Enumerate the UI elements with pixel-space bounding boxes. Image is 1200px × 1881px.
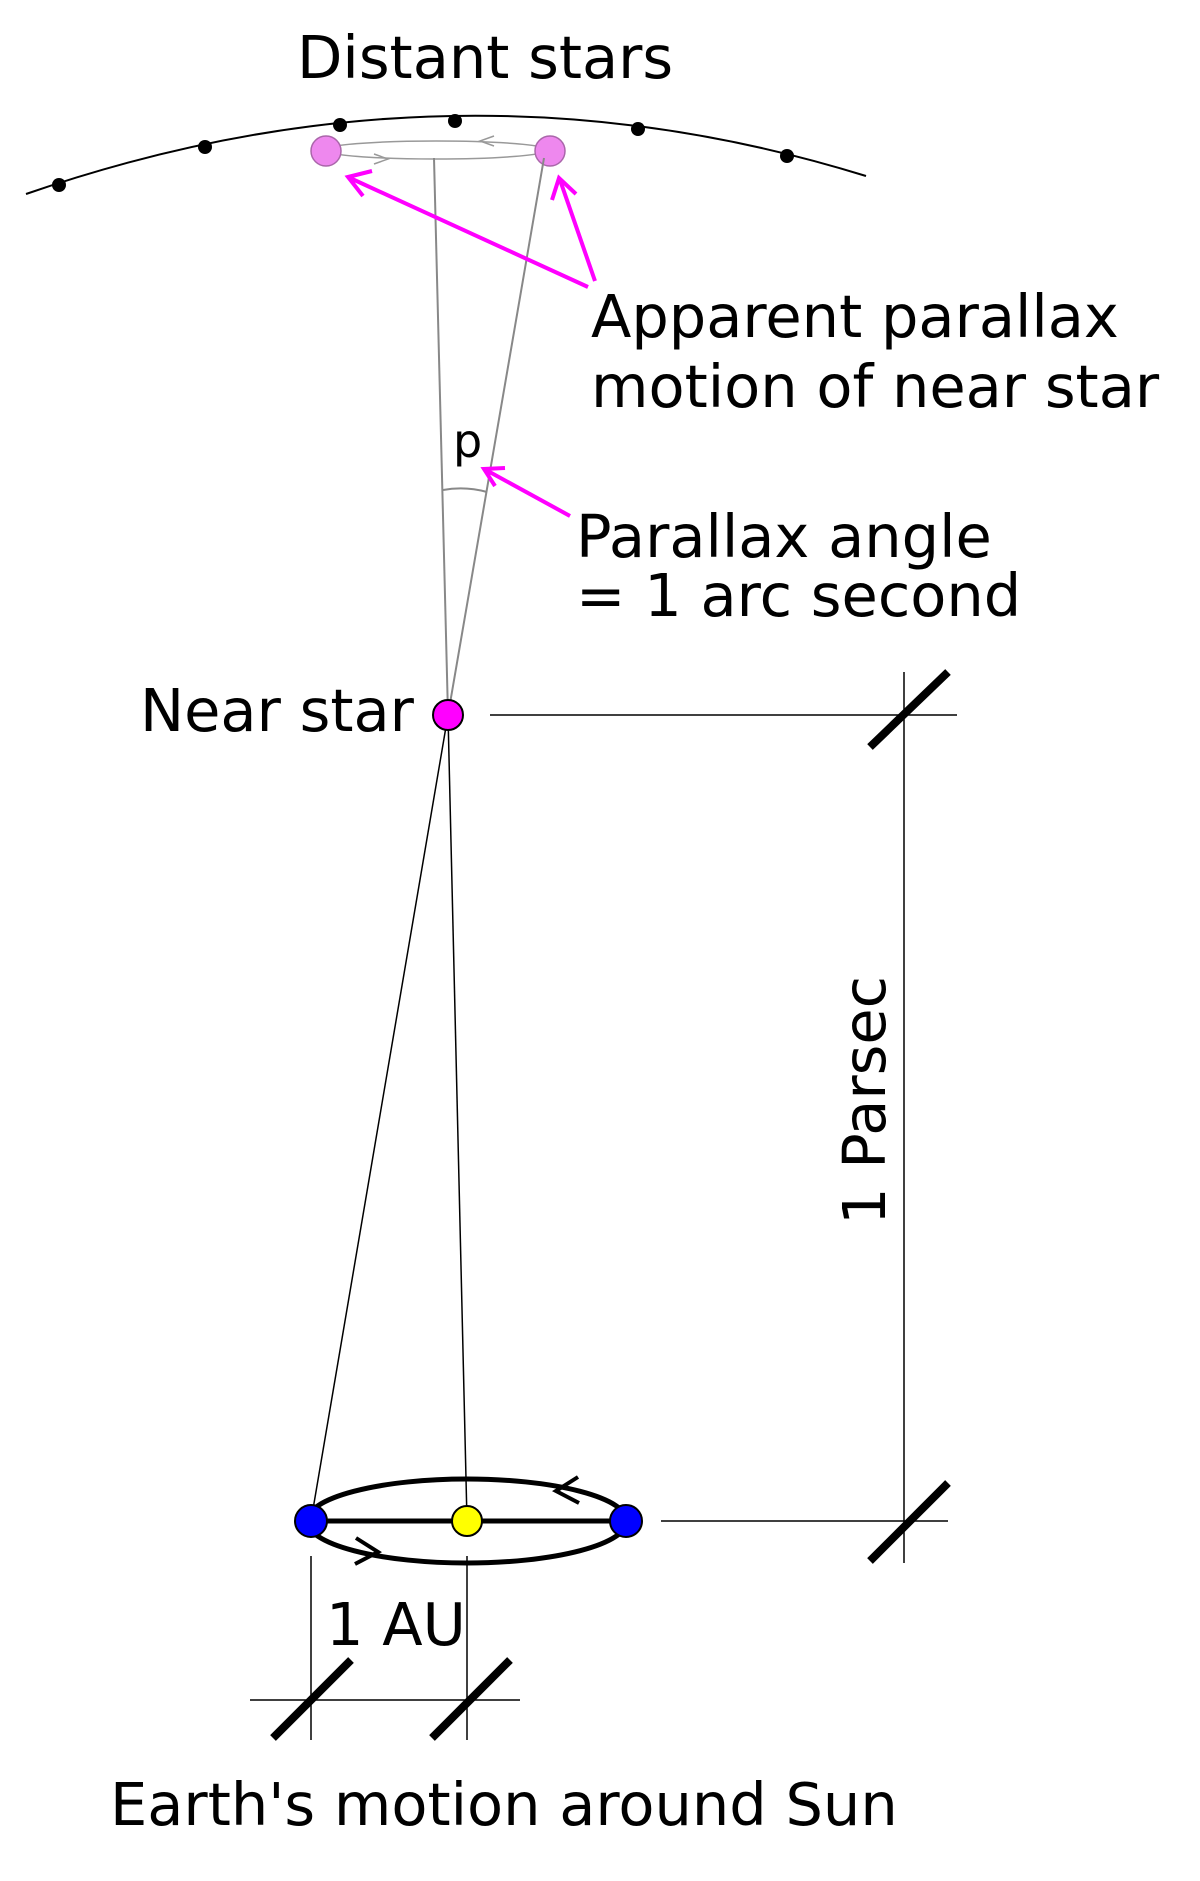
earth-position-left: [294, 1504, 328, 1538]
au-tick-right: [429, 1657, 513, 1741]
distant-stars-label: Distant stars: [297, 23, 673, 92]
near-star-label: Near star: [140, 676, 415, 745]
earth-position-right: [609, 1504, 643, 1538]
parsec-label: 1 Parsec: [830, 976, 899, 1225]
apparent-motion-label-line1: Apparent parallax: [591, 282, 1119, 351]
sight-line-right-upper: [447, 157, 545, 716]
earth-motion-label: Earth's motion around Sun: [110, 1770, 898, 1839]
apparent-star-position-right: [534, 135, 566, 167]
distant-star: [333, 118, 347, 132]
sun-to-near-star-line: [447, 714, 468, 1522]
sight-line-left-lower: [310, 714, 449, 1522]
sun: [451, 1505, 483, 1537]
distant-stars-arc: [25, 114, 867, 195]
parsec-tick-top: [867, 669, 951, 750]
distant-star: [780, 149, 794, 163]
parallax-angle-label-line2: = 1 arc second: [576, 561, 1021, 630]
apparent-motion-path: [323, 135, 549, 165]
annotation-arrows: [344, 169, 597, 518]
near-star: [432, 699, 464, 731]
parsec-tick-bottom: [867, 1480, 951, 1564]
distant-star: [448, 114, 462, 128]
apparent-motion-label-line2: motion of near star: [591, 352, 1160, 421]
au-label: 1 AU: [326, 1590, 466, 1659]
parallax-angle-symbol: p: [453, 414, 482, 468]
parallax-angle-label-line1: Parallax angle: [576, 502, 992, 571]
au-tick-left: [270, 1657, 354, 1741]
parallax-angle-arc: [442, 487, 488, 493]
sight-line-left-upper: [433, 157, 449, 716]
distant-star: [198, 140, 212, 154]
distant-star: [52, 178, 66, 192]
apparent-star-position-left: [310, 135, 342, 167]
orbit-direction-arrow-bottom: [354, 1536, 382, 1566]
orbit-direction-arrow-top: [552, 1475, 580, 1505]
distant-star: [631, 122, 645, 136]
distant-star-dots: [52, 114, 794, 192]
